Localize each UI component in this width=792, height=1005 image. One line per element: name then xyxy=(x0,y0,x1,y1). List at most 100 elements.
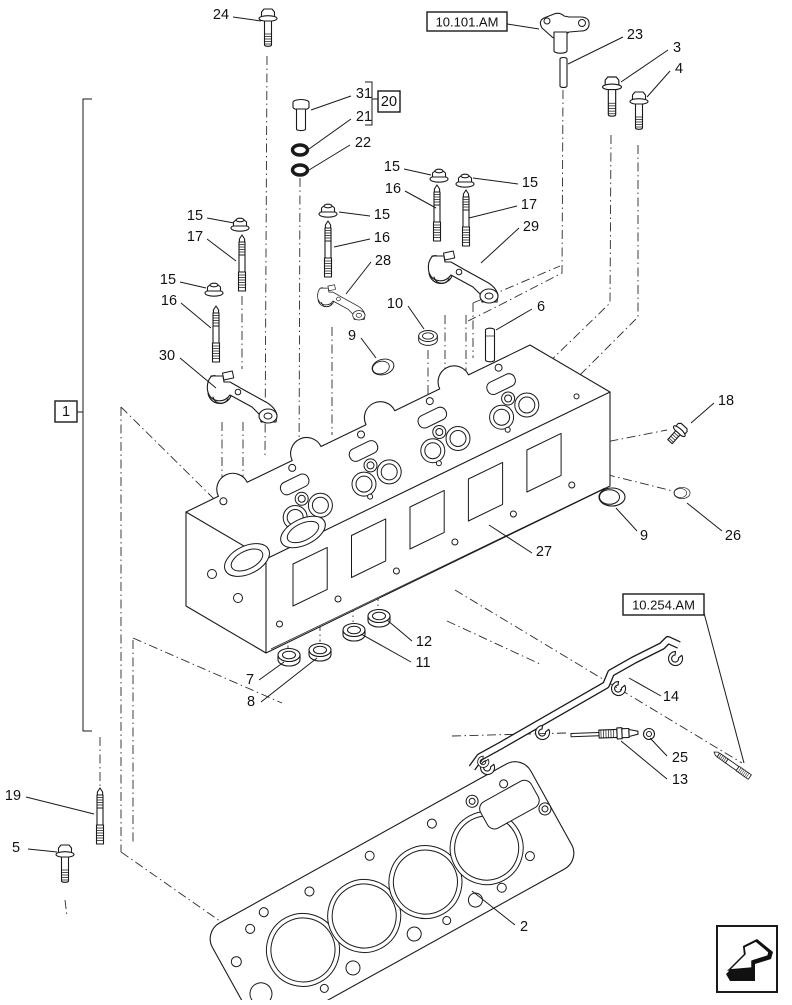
callout-leader-15 xyxy=(206,217,235,224)
callout-leader-21 xyxy=(308,118,352,150)
callout-29-11[interactable]: 29 xyxy=(523,219,539,235)
callout-18-23[interactable]: 18 xyxy=(718,393,734,409)
callout-leader-24 xyxy=(232,16,262,22)
callout-27-26[interactable]: 27 xyxy=(536,544,552,560)
callout-19-34[interactable]: 19 xyxy=(5,788,21,804)
callout-leader-6 xyxy=(495,308,533,331)
callout-leader-23 xyxy=(567,36,624,65)
stud-16-b xyxy=(323,220,333,278)
callout-leader-17 xyxy=(468,205,518,219)
stud-17-a xyxy=(237,234,247,292)
callout-leader-11 xyxy=(360,633,412,663)
ref-box-label[interactable]: 10.254.AM xyxy=(632,598,695,613)
callout-leader-22 xyxy=(308,144,351,171)
callout-leader-17 xyxy=(206,238,237,262)
stud-17-c xyxy=(461,189,471,247)
group-box-20[interactable] xyxy=(377,90,401,113)
callout-leader-9 xyxy=(615,507,638,532)
callout-11-28[interactable]: 11 xyxy=(415,655,430,671)
callout-leader-9 xyxy=(360,337,377,359)
callout-5-35[interactable]: 5 xyxy=(12,840,20,856)
ref-box-10.254.AM[interactable] xyxy=(622,593,705,616)
stud-19 xyxy=(95,787,105,845)
callout-leader-25 xyxy=(649,737,668,757)
ref-box-leader xyxy=(703,612,745,764)
callout-3-2[interactable]: 3 xyxy=(673,40,681,56)
callout-17-16[interactable]: 17 xyxy=(187,229,203,245)
callout-28-14[interactable]: 28 xyxy=(375,253,391,269)
callout-leader-2 xyxy=(471,890,516,926)
callout-6-22[interactable]: 6 xyxy=(537,299,545,315)
stud-16-c xyxy=(432,184,442,242)
callout-25-32[interactable]: 25 xyxy=(672,750,688,766)
callout-16-13[interactable]: 16 xyxy=(374,230,390,246)
callout-leader-26 xyxy=(686,502,723,532)
callout-leader-16 xyxy=(404,190,437,209)
callout-15-17[interactable]: 15 xyxy=(160,272,176,288)
group-box-label[interactable]: 1 xyxy=(62,404,70,420)
lifting-bracket xyxy=(539,12,590,54)
callout-30-19[interactable]: 30 xyxy=(159,348,175,364)
callout-31-4[interactable]: 31 xyxy=(356,86,372,102)
cylinder-head xyxy=(185,344,611,654)
callout-leader-15 xyxy=(179,281,207,289)
ref-box-leader xyxy=(506,23,540,30)
head-gasket xyxy=(209,761,575,1005)
callout-9-21[interactable]: 9 xyxy=(348,328,356,344)
callout-15-7[interactable]: 15 xyxy=(384,159,400,175)
callout-leader-15 xyxy=(338,211,371,217)
callout-12-27[interactable]: 12 xyxy=(416,634,432,650)
callout-leader-13 xyxy=(620,740,668,780)
callout-leader-16 xyxy=(333,238,371,248)
callout-leader-16 xyxy=(180,302,212,329)
glow-plug-nut xyxy=(642,727,656,741)
cup-plug-26 xyxy=(673,487,691,499)
group-box-label[interactable]: 20 xyxy=(381,94,397,110)
callout-23-1[interactable]: 23 xyxy=(627,27,643,43)
callout-7-29[interactable]: 7 xyxy=(246,672,254,688)
valve-guide-6 xyxy=(484,327,496,363)
group-box-1[interactable] xyxy=(54,400,78,423)
callout-10-20[interactable]: 10 xyxy=(387,296,403,312)
callout-14-31[interactable]: 14 xyxy=(663,689,679,705)
callout-leader-19 xyxy=(25,796,95,815)
ref-box-10.101.AM[interactable] xyxy=(426,11,508,32)
callout-leader-31 xyxy=(310,95,352,111)
callout-leader-15 xyxy=(472,177,519,185)
callout-15-15[interactable]: 15 xyxy=(187,208,203,224)
callout-15-12[interactable]: 15 xyxy=(374,207,390,223)
callout-leader-10 xyxy=(407,305,425,330)
callout-24-0[interactable]: 24 xyxy=(213,7,229,23)
callout-8-30[interactable]: 8 xyxy=(247,694,255,710)
callout-leader-18 xyxy=(690,402,715,424)
group-bracket-1 xyxy=(82,98,92,732)
callout-leader-15 xyxy=(403,168,432,176)
callout-26-25[interactable]: 26 xyxy=(725,528,741,544)
callout-16-18[interactable]: 16 xyxy=(161,293,177,309)
callout-22-6[interactable]: 22 xyxy=(355,135,371,151)
callout-21-5[interactable]: 21 xyxy=(356,109,372,125)
callout-4-3[interactable]: 4 xyxy=(675,61,683,77)
callout-leader-7 xyxy=(258,661,285,681)
callout-2-36[interactable]: 2 xyxy=(520,919,528,935)
ref-box-label[interactable]: 10.101.AM xyxy=(436,15,499,30)
callout-9-24[interactable]: 9 xyxy=(640,528,648,544)
callout-leader-12 xyxy=(386,619,413,642)
dowel-pin xyxy=(559,56,568,89)
callout-leader-8 xyxy=(260,657,318,703)
callout-leader-4 xyxy=(646,70,671,98)
page-back-arrow-icon[interactable] xyxy=(716,925,778,993)
callout-16-8[interactable]: 16 xyxy=(385,181,401,197)
callout-leader-3 xyxy=(620,49,669,83)
callout-leader-29 xyxy=(480,227,520,264)
callout-13-33[interactable]: 13 xyxy=(672,772,688,788)
callout-15-9[interactable]: 15 xyxy=(522,175,538,191)
stud-16-a xyxy=(211,305,221,363)
callout-leader-5 xyxy=(27,848,58,853)
group-bracket-20 xyxy=(365,81,373,126)
callout-17-10[interactable]: 17 xyxy=(521,197,537,213)
glow-plug xyxy=(570,727,639,740)
callout-leader-28 xyxy=(345,261,372,295)
callout-leader-27 xyxy=(488,524,533,554)
